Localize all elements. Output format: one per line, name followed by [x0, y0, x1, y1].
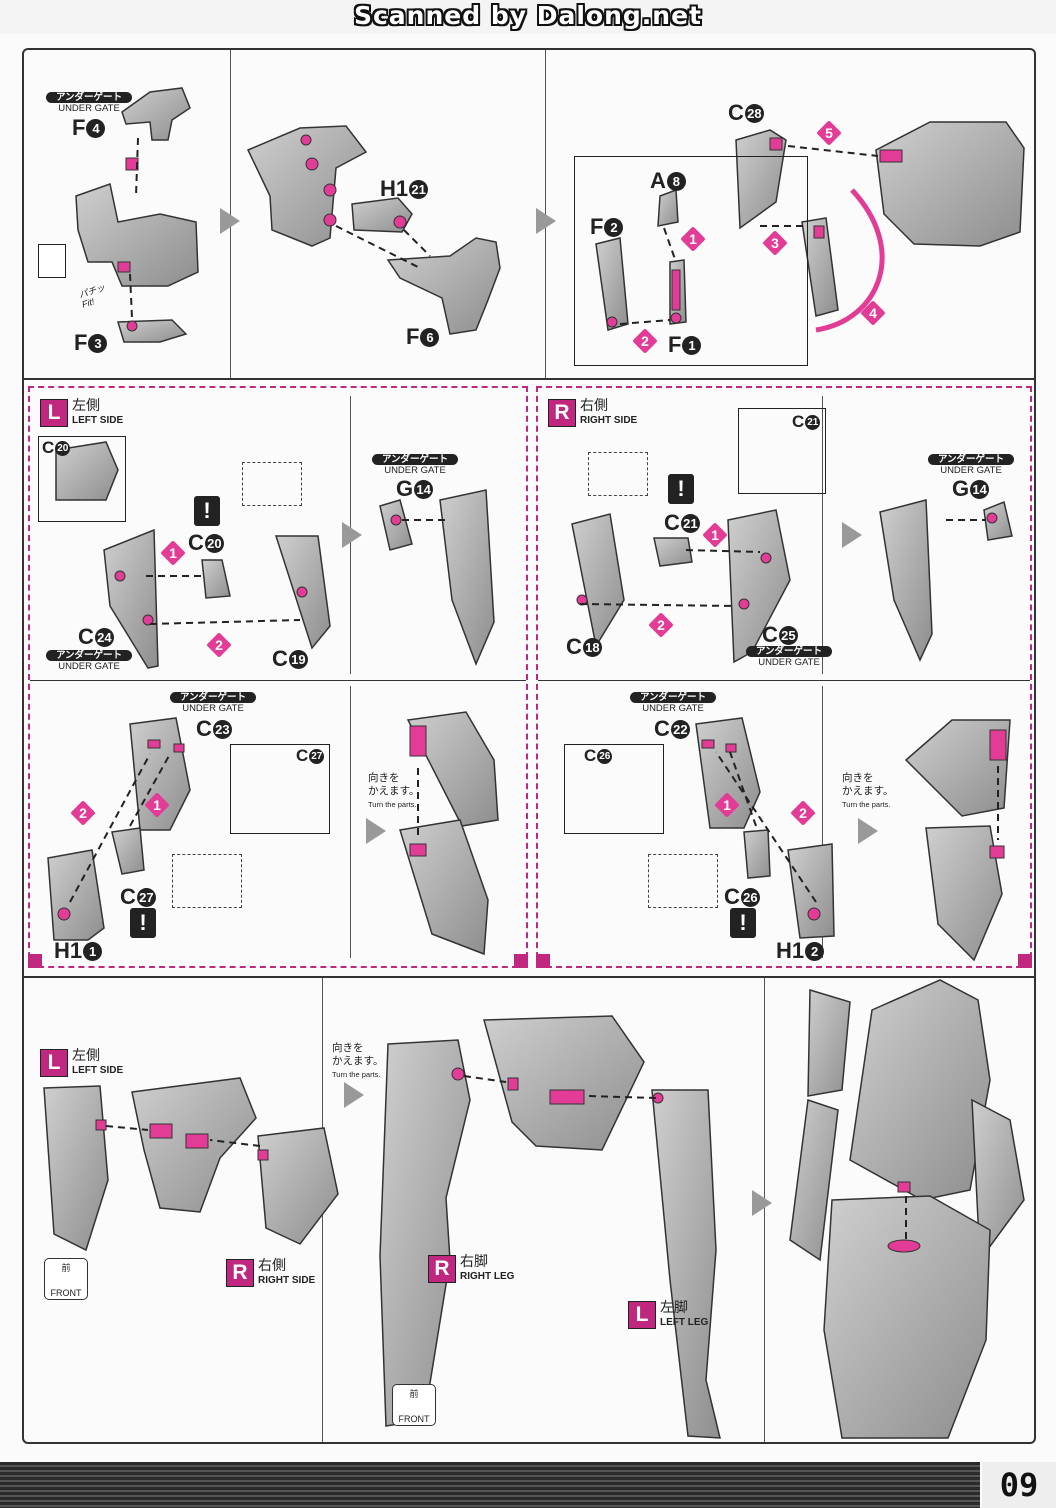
step-marker-2: 2 [790, 800, 816, 826]
sub-divider [30, 680, 526, 681]
next-step-arrow [752, 1190, 772, 1216]
next-step-arrow [366, 818, 386, 844]
col-divider [350, 686, 351, 958]
left-side-subassembly [28, 386, 528, 968]
caution-icon: ! [730, 908, 756, 938]
turn-parts-note: 向きをかえます。Turn the parts. [332, 1042, 384, 1079]
part-detail-box [172, 854, 242, 908]
part-detail-box [242, 462, 302, 506]
page-number: 09 [982, 1462, 1056, 1508]
row-divider-1 [24, 378, 1034, 380]
caution-icon: ! [130, 908, 156, 938]
caution-icon: ! [194, 496, 220, 526]
detail-inset [564, 744, 664, 834]
corner-mark [536, 954, 550, 968]
corner-mark [514, 954, 528, 968]
step-marker-2: 2 [206, 632, 232, 658]
scanned-by-watermark: Scanned by Dalong.net [353, 1, 702, 30]
step-marker-1: 1 [680, 226, 706, 252]
step-marker-1: 1 [144, 792, 170, 818]
step-marker-2: 2 [70, 800, 96, 826]
step-marker-2: 2 [648, 612, 674, 638]
next-step-arrow [344, 1082, 364, 1108]
sub-divider [538, 680, 1030, 681]
step-marker-1: 1 [714, 792, 740, 818]
step-marker-4: 4 [860, 300, 886, 326]
next-step-arrow [536, 208, 556, 234]
part-detail-box [588, 452, 648, 496]
step-marker-1: 1 [702, 522, 728, 548]
step-marker-5: 5 [816, 120, 842, 146]
next-step-arrow [342, 522, 362, 548]
sprue-cut-icon [38, 244, 66, 278]
step-marker-3: 3 [762, 230, 788, 256]
next-step-arrow [842, 522, 862, 548]
col-divider [822, 686, 823, 958]
next-step-arrow [858, 818, 878, 844]
step-marker-1: 1 [160, 540, 186, 566]
detail-inset [230, 744, 330, 834]
row-divider-2 [24, 976, 1034, 978]
right-side-subassembly [536, 386, 1032, 968]
turn-parts-note: 向きをかえます。Turn the parts. [368, 772, 420, 809]
turn-parts-note: 向きをかえます。Turn the parts. [842, 772, 894, 809]
subassembly-inset [574, 156, 808, 366]
caution-icon: ! [668, 474, 694, 504]
next-step-arrow [220, 208, 240, 234]
detail-inset [38, 436, 126, 522]
top-bar [0, 0, 1056, 34]
detail-inset [738, 408, 826, 494]
step-marker-2: 2 [632, 328, 658, 354]
col-divider [822, 396, 823, 674]
instruction-frame [22, 48, 1036, 1444]
footer-bar [0, 1462, 980, 1508]
corner-mark [28, 954, 42, 968]
part-detail-box [648, 854, 718, 908]
under-gate-note: アンダーゲート UNDER GATE [46, 92, 132, 114]
corner-mark [1018, 954, 1032, 968]
